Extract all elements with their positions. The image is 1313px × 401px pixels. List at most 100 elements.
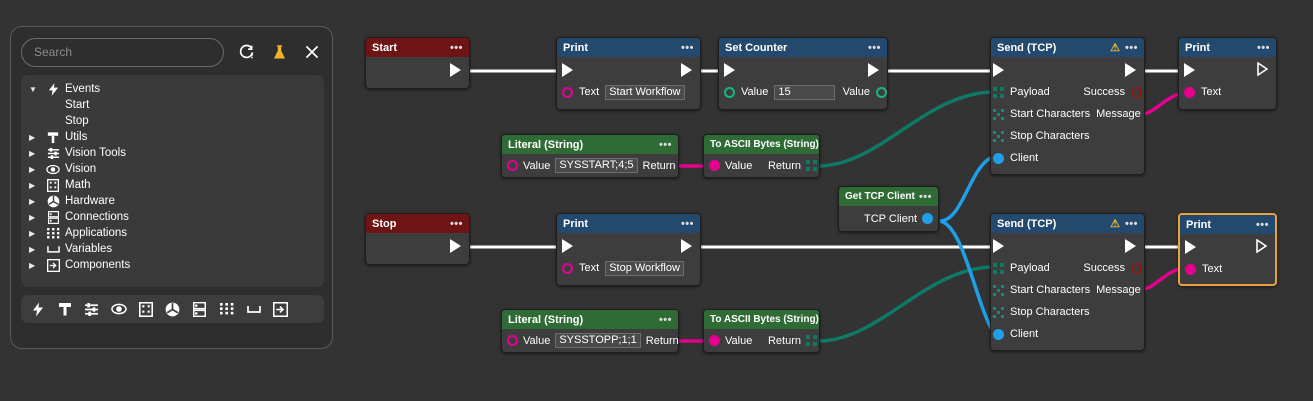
node-header[interactable]: Set Counter •••: [719, 38, 887, 57]
node-print-top-right[interactable]: Print ••• Text: [1178, 37, 1277, 110]
node-menu-icon[interactable]: •••: [867, 41, 881, 54]
node-print-bottom-right[interactable]: Print ••• Text: [1178, 213, 1277, 286]
exec-in-pin[interactable]: [724, 63, 735, 77]
text-input-pin[interactable]: [562, 262, 573, 274]
literal-value-field[interactable]: SYSSTART;4;5: [555, 158, 638, 173]
node-menu-icon[interactable]: •••: [1256, 41, 1270, 54]
exec-out-pin[interactable]: [450, 239, 461, 253]
start-characters-input-pin[interactable]: [993, 108, 1004, 120]
node-header[interactable]: Send (TCP) ⚠ •••: [991, 214, 1144, 233]
chevron-right-icon[interactable]: ▶: [29, 148, 36, 158]
exec-out-pin[interactable]: [681, 63, 692, 77]
tree-item-variables[interactable]: ▶ Variables: [21, 241, 324, 257]
chevron-right-icon[interactable]: ▶: [29, 196, 36, 206]
exec-out-pin[interactable]: [1257, 61, 1269, 77]
value-input-pin[interactable]: [507, 335, 518, 346]
tree-item-start[interactable]: Start: [21, 97, 324, 113]
node-menu-icon[interactable]: •••: [819, 314, 820, 325]
node-header[interactable]: Print •••: [1179, 38, 1276, 57]
node-header[interactable]: Stop •••: [366, 214, 469, 233]
exec-in-pin[interactable]: [562, 239, 573, 253]
chevron-right-icon[interactable]: ▶: [29, 228, 36, 238]
exec-out-pin[interactable]: [450, 63, 461, 77]
node-start[interactable]: Start •••: [365, 37, 470, 89]
value-input-pin[interactable]: [709, 335, 720, 346]
text-input-pin[interactable]: [1184, 86, 1195, 98]
chevron-right-icon[interactable]: ▶: [29, 164, 36, 174]
node-category-tree[interactable]: ▼ Events Start Stop ▶ Utils ▶: [21, 75, 324, 287]
node-header[interactable]: Start •••: [366, 38, 469, 57]
tree-item-math[interactable]: ▶ Math: [21, 177, 324, 193]
node-header[interactable]: Print •••: [557, 38, 700, 57]
node-menu-icon[interactable]: •••: [658, 313, 672, 326]
chevron-right-icon[interactable]: ▶: [29, 132, 36, 142]
return-output-pin[interactable]: [806, 160, 817, 171]
value-input-pin[interactable]: [507, 160, 518, 171]
bolt-icon[interactable]: [29, 301, 46, 318]
node-to-ascii-bytes-1[interactable]: To ASCII Bytes (String) ••• Value Return: [703, 134, 820, 178]
calculator-icon[interactable]: [137, 301, 154, 318]
payload-input-pin[interactable]: [993, 86, 1004, 98]
node-menu-icon[interactable]: •••: [1124, 41, 1138, 54]
tree-item-utils[interactable]: ▶ Utils: [21, 129, 324, 145]
chevron-right-icon[interactable]: ▶: [29, 244, 36, 254]
exec-out-pin[interactable]: [1125, 239, 1136, 253]
stop-characters-input-pin[interactable]: [993, 130, 1004, 142]
node-send-tcp-2[interactable]: Send (TCP) ⚠ ••• Payload Success Start C…: [990, 213, 1145, 351]
chevron-right-icon[interactable]: ▶: [29, 212, 36, 222]
return-output-pin[interactable]: [806, 335, 817, 346]
node-get-tcp-client[interactable]: Get TCP Client ••• TCP Client: [838, 186, 939, 232]
text-input-pin[interactable]: [562, 86, 573, 98]
exec-in-pin[interactable]: [1185, 240, 1196, 254]
node-menu-icon[interactable]: •••: [819, 139, 820, 150]
search-input[interactable]: [21, 37, 224, 67]
node-menu-icon[interactable]: •••: [918, 190, 932, 203]
literal-value-field[interactable]: SYSSTOPP;1;1: [555, 333, 641, 348]
component-icon[interactable]: [272, 301, 289, 318]
exec-out-pin[interactable]: [681, 239, 692, 253]
stop-characters-input-pin[interactable]: [993, 306, 1004, 318]
chevron-right-icon[interactable]: ▶: [29, 180, 36, 190]
aperture-icon[interactable]: [164, 301, 181, 318]
tree-item-components[interactable]: ▶ Components: [21, 257, 324, 273]
text-value-field[interactable]: Stop Workflow: [605, 260, 684, 276]
tree-item-hardware[interactable]: ▶ Hardware: [21, 193, 324, 209]
tree-item-stop[interactable]: Stop: [21, 113, 324, 129]
node-header[interactable]: Send (TCP) ⚠ •••: [991, 38, 1144, 57]
exec-out-pin[interactable]: [1125, 63, 1136, 77]
node-menu-icon[interactable]: •••: [658, 138, 672, 151]
grid-icon[interactable]: [218, 301, 235, 318]
success-output-pin[interactable]: [1131, 86, 1142, 98]
exec-out-pin[interactable]: [868, 63, 879, 77]
eye-icon[interactable]: [110, 301, 127, 318]
exec-in-pin[interactable]: [993, 239, 1004, 253]
node-literal-string-1[interactable]: Literal (String) ••• Value SYSSTART;4;5 …: [501, 134, 679, 178]
node-stop[interactable]: Stop •••: [365, 213, 470, 265]
hammer-icon[interactable]: [56, 301, 73, 318]
variable-icon[interactable]: [245, 301, 262, 318]
node-menu-icon[interactable]: •••: [1255, 218, 1269, 231]
node-header[interactable]: Print •••: [1180, 215, 1275, 234]
exec-in-pin[interactable]: [1184, 63, 1195, 77]
node-set-counter[interactable]: Set Counter ••• Value 15 Value: [718, 37, 888, 110]
node-header[interactable]: Get TCP Client •••: [839, 187, 938, 206]
node-menu-icon[interactable]: •••: [680, 217, 694, 230]
value-input-pin[interactable]: [724, 86, 735, 98]
node-menu-icon[interactable]: •••: [1124, 217, 1138, 230]
tree-item-vision[interactable]: ▶ Vision: [21, 161, 324, 177]
start-characters-input-pin[interactable]: [993, 284, 1004, 296]
chevron-down-icon[interactable]: ▼: [29, 84, 37, 94]
sliders-icon[interactable]: [83, 301, 100, 318]
flask-icon[interactable]: [269, 42, 289, 62]
value-input-pin[interactable]: [709, 160, 720, 171]
node-print-stop[interactable]: Print ••• Text Stop Workflow: [556, 213, 701, 286]
exec-in-pin[interactable]: [562, 63, 573, 77]
node-print-start[interactable]: Print ••• Text Start Workflow: [556, 37, 701, 110]
tree-item-events[interactable]: ▼ Events: [21, 81, 324, 97]
node-menu-icon[interactable]: •••: [449, 217, 463, 230]
warning-icon[interactable]: ⚠: [1110, 42, 1120, 54]
exec-in-pin[interactable]: [993, 63, 1004, 77]
node-header[interactable]: Literal (String) •••: [502, 135, 678, 154]
node-menu-icon[interactable]: •••: [449, 41, 463, 54]
node-send-tcp-1[interactable]: Send (TCP) ⚠ ••• Payload Success Start C…: [990, 37, 1145, 175]
